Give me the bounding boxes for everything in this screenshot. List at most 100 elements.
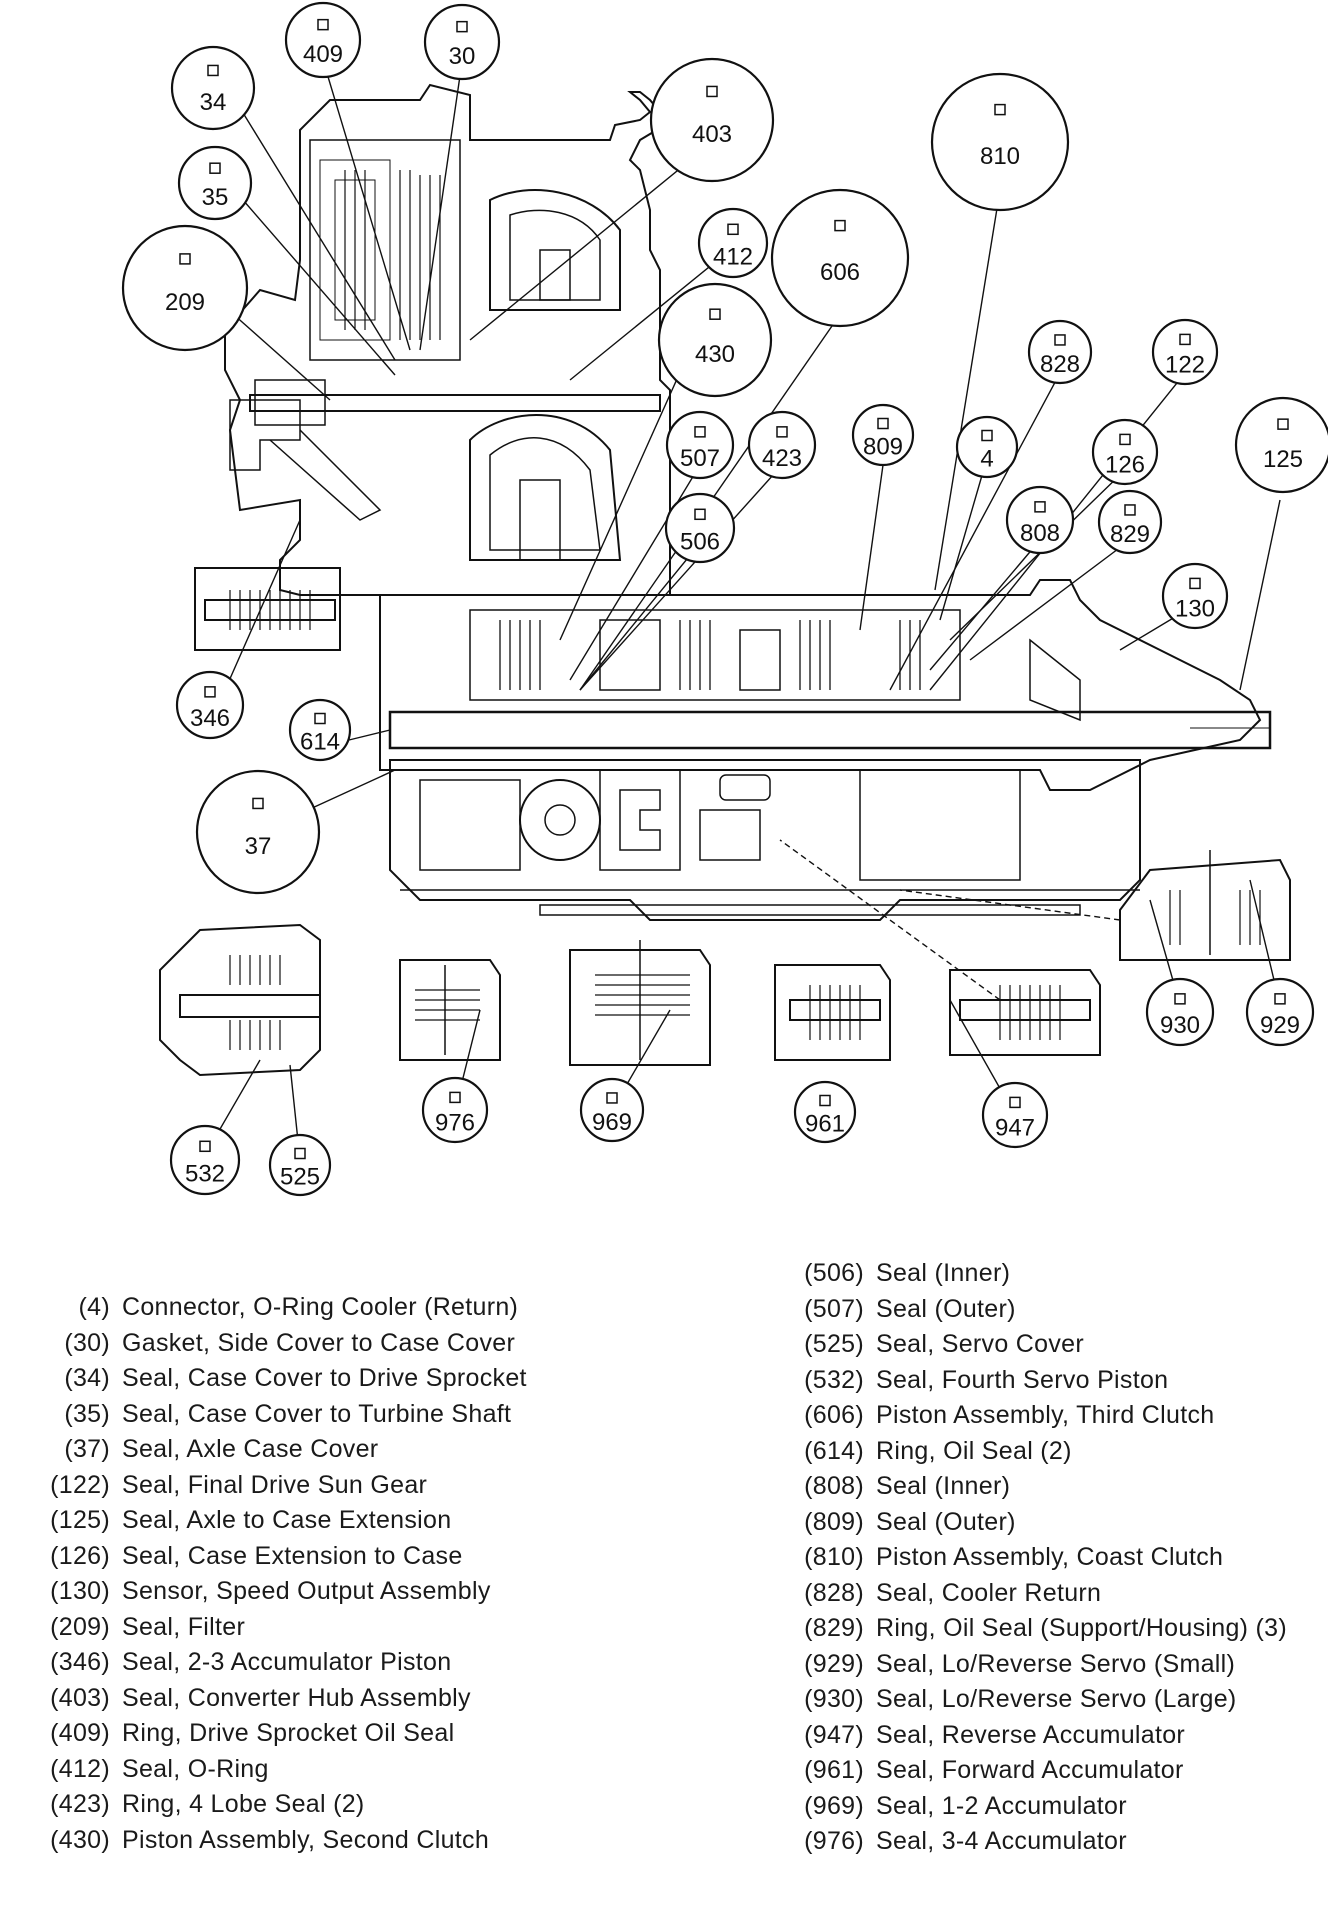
- callout-number: 810: [980, 143, 1020, 170]
- transmission-exploded-diagram: 4093034403810354126062094308281225074238…: [121, 1, 1328, 1197]
- callout-346: 346: [175, 670, 245, 740]
- legend-item: (808)Seal (Inner): [772, 1469, 1287, 1505]
- legend-item: (126)Seal, Case Extension to Case: [18, 1539, 527, 1575]
- callout-number: 507: [680, 445, 720, 472]
- callout-4: 4: [955, 415, 1019, 479]
- legend-item-text: Seal (Outer): [876, 1294, 1016, 1323]
- legend-item-text: Piston Assembly, Third Clutch: [876, 1401, 1215, 1429]
- callout-circle: [423, 3, 501, 81]
- callout-34: 34: [170, 45, 256, 131]
- legend-item-number: (507): [804, 1294, 864, 1323]
- legend-item-number: (506): [804, 1259, 864, 1287]
- legend-item-text: Gasket, Side Cover to Case Cover: [122, 1328, 516, 1357]
- callout-circle: [1027, 319, 1093, 385]
- legend-item-number: (976): [804, 1827, 864, 1855]
- callout-circle: [284, 1, 362, 79]
- legend-item-text: Seal, Filter: [122, 1612, 246, 1641]
- legend-item: (506)Seal (Inner): [772, 1256, 1287, 1292]
- legend-item: (947) Seal, Reverse Accumulator: [772, 1718, 1287, 1754]
- callout-number: 947: [995, 1114, 1035, 1141]
- callout-circle: [421, 1076, 489, 1144]
- part-glyph-icon: [252, 797, 264, 810]
- legend-item-number: (34): [64, 1364, 110, 1392]
- accumulator-forward-detail: [774, 964, 891, 1061]
- callout-circle: [770, 188, 910, 328]
- part-glyph-icon: [1009, 1096, 1021, 1109]
- legend-item: (810)Piston Assembly, Coast Clutch: [772, 1540, 1287, 1576]
- legend-item: (4)Connector, O-Ring Cooler (Return): [18, 1290, 527, 1326]
- part-glyph-icon: [877, 417, 889, 430]
- legend-item-number: (130): [50, 1577, 110, 1605]
- callout-808: 808: [1005, 485, 1075, 555]
- transmission-case-drawing: [224, 83, 1272, 921]
- legend-item-number: (947): [804, 1720, 864, 1749]
- callout-412: 412: [697, 207, 769, 279]
- accumulator-1-2-detail: [569, 940, 711, 1066]
- legend-left: (4)Connector, O-Ring Cooler (Return)(30)…: [18, 1290, 527, 1858]
- legend-item: (614)Ring, Oil Seal (2): [772, 1434, 1287, 1470]
- part-glyph-icon: [1179, 333, 1191, 346]
- callout-969: 969: [579, 1077, 645, 1143]
- legend-item-text: Seal, Case Extension to Case: [122, 1541, 463, 1570]
- callout-507: 507: [665, 410, 735, 480]
- legend-item: (35)Seal, Case Cover to Turbine Shaft: [18, 1397, 527, 1433]
- legend-right: (506)Seal (Inner)(507)Seal (Outer)(525)S…: [772, 1256, 1287, 1860]
- callout-number: 34: [200, 89, 227, 116]
- callout-circle: [121, 224, 249, 352]
- legend-item-text: Seal, Reverse Accumulator: [876, 1720, 1186, 1749]
- part-glyph-icon: [834, 219, 846, 232]
- legend-item-number: (125): [50, 1506, 110, 1534]
- callout-circle: [1151, 318, 1219, 386]
- legend-item: (412)Seal, O-Ring: [18, 1752, 527, 1788]
- callout-number: 976: [435, 1109, 475, 1136]
- part-glyph-icon: [199, 1140, 211, 1153]
- legend-item-text: Seal, Lo/Reverse Servo (Small): [876, 1649, 1236, 1678]
- callout-number: 125: [1263, 446, 1303, 473]
- legend-item-number: (423): [50, 1790, 110, 1818]
- callout-circle: [981, 1081, 1049, 1149]
- legend-item: (125) Seal, Axle to Case Extension: [18, 1503, 527, 1539]
- legend-item-text: Seal, Final Drive Sun Gear: [122, 1470, 428, 1499]
- part-glyph-icon: [981, 429, 993, 442]
- callout-circle: [175, 670, 245, 740]
- part-glyph-icon: [317, 18, 329, 31]
- part-glyph-icon: [1174, 993, 1186, 1005]
- legend-item-text: Connector, O-Ring Cooler (Return): [122, 1293, 519, 1321]
- legend-item: (969)Seal, 1-2 Accumulator: [772, 1789, 1287, 1825]
- callout-circle: [665, 410, 735, 480]
- legend-item: (507) Seal (Outer): [772, 1292, 1287, 1328]
- callout-number: 961: [805, 1111, 845, 1138]
- part-glyph-icon: [204, 686, 216, 698]
- part-glyph-icon: [294, 1147, 306, 1160]
- callout-circle: [195, 769, 321, 895]
- part-glyph-icon: [456, 20, 468, 33]
- part-glyph-icon: [694, 508, 706, 521]
- legend-item-number: (810): [804, 1543, 864, 1571]
- legend-item-number: (532): [804, 1365, 864, 1394]
- legend-item-text: Seal (Outer): [876, 1507, 1016, 1536]
- callout-number: 606: [820, 259, 860, 286]
- legend-item-number: (37): [64, 1435, 110, 1463]
- callout-circle: [169, 1124, 241, 1196]
- part-glyph-icon: [1277, 418, 1289, 430]
- part-glyph-icon: [706, 85, 718, 98]
- legend-item-text: Seal, Axle to Case Extension: [122, 1506, 452, 1534]
- legend-item-text: Ring, Oil Seal (Support/Housing) (3): [876, 1614, 1287, 1642]
- callout-number: 532: [185, 1160, 225, 1187]
- callout-961: 961: [793, 1080, 857, 1144]
- legend-item-text: Seal, 2-3 Accumulator Piston: [122, 1648, 452, 1676]
- legend-item-number: (209): [50, 1612, 110, 1641]
- callout-number: 506: [680, 528, 720, 555]
- callout-423: 423: [747, 410, 817, 480]
- callout-number: 614: [300, 729, 340, 756]
- callout-930: 930: [1145, 977, 1215, 1047]
- legend-item: (961)Seal, Forward Accumulator: [772, 1753, 1287, 1789]
- callout-circle: [1005, 485, 1075, 555]
- callout-number: 930: [1160, 1012, 1200, 1039]
- callout-circle: [657, 282, 773, 398]
- callout-number: 409: [303, 41, 343, 68]
- legend-item: (122)Seal, Final Drive Sun Gear: [18, 1468, 527, 1504]
- callout-828: 828: [1027, 319, 1093, 385]
- callout-125: 125: [1234, 396, 1328, 494]
- part-glyph-icon: [1124, 504, 1136, 516]
